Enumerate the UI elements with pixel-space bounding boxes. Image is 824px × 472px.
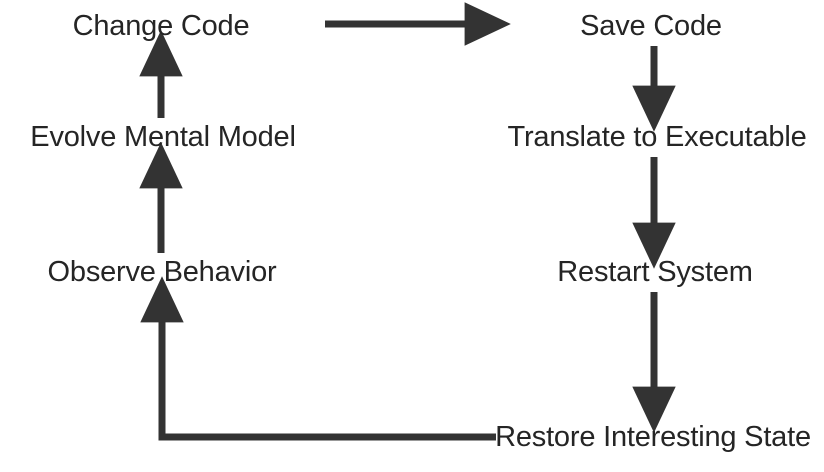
- node-evolve-mental-model: Evolve Mental Model: [30, 121, 296, 153]
- arrow-restore-to-observe: [140, 276, 496, 441]
- node-translate-to-executable: Translate to Executable: [507, 121, 807, 153]
- node-restore-interesting-state: Restore Interesting State: [495, 421, 811, 453]
- node-save-code: Save Code: [580, 10, 722, 42]
- node-observe-behavior: Observe Behavior: [47, 256, 277, 288]
- node-change-code: Change Code: [72, 10, 250, 42]
- node-restart-system: Restart System: [557, 256, 753, 288]
